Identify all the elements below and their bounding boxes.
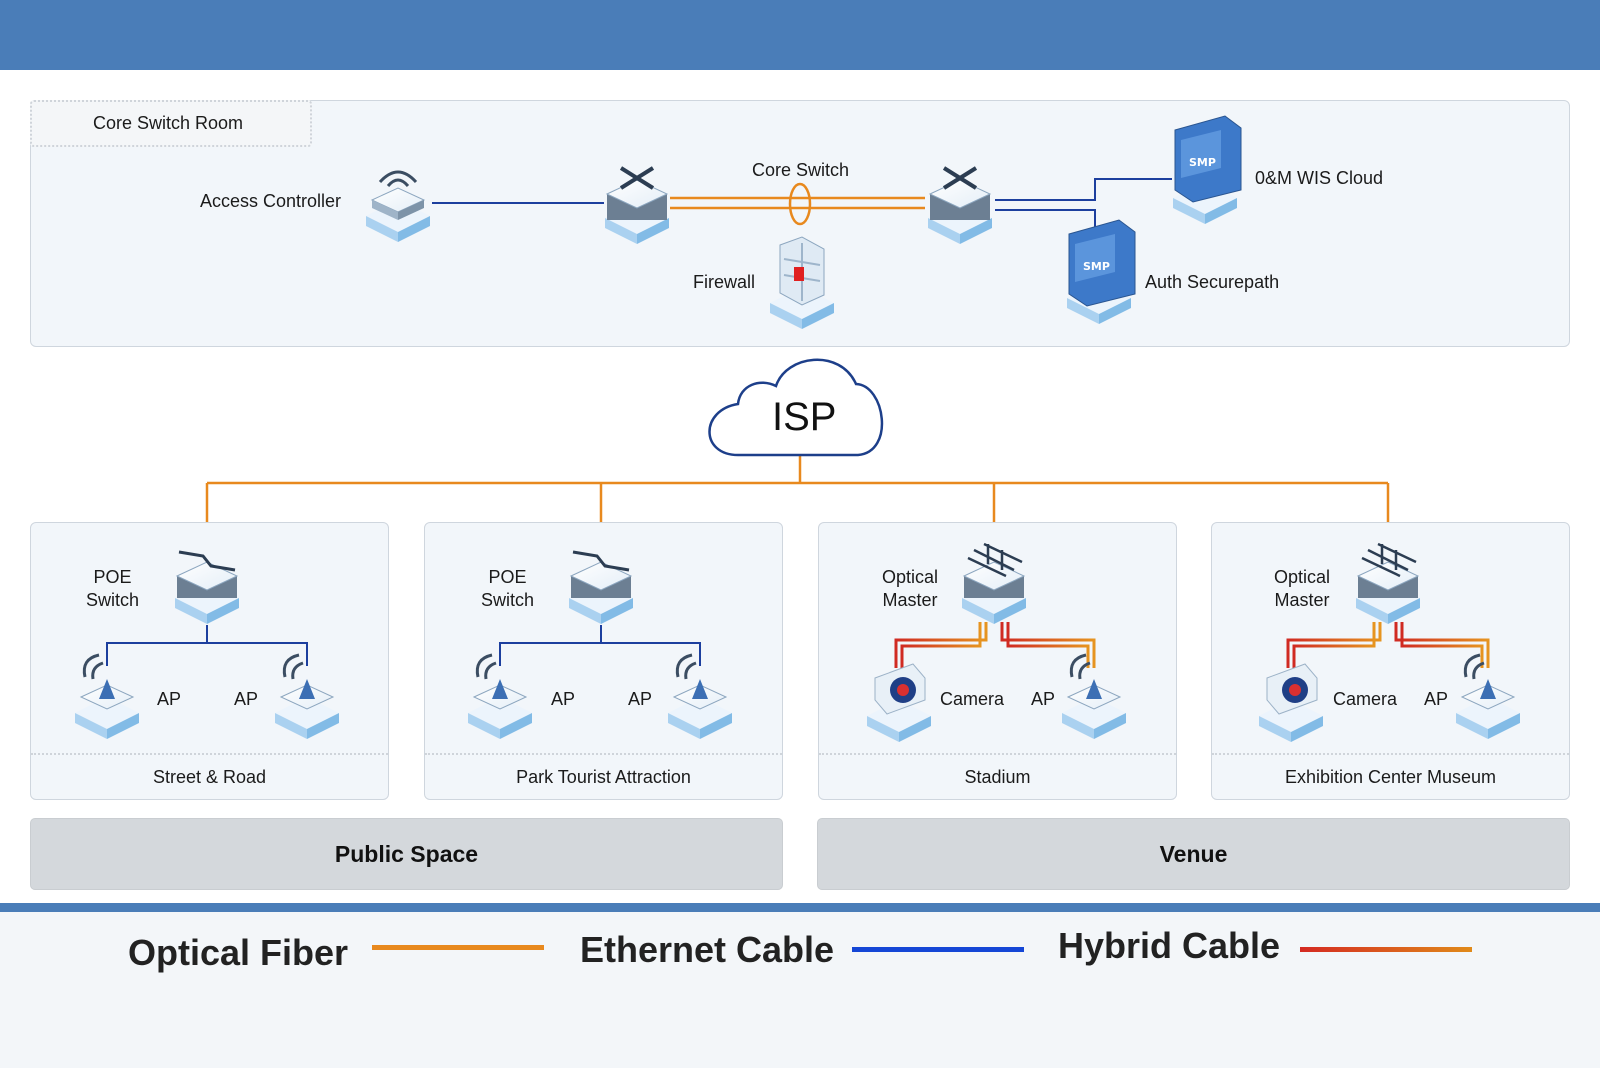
ethernet-to-cloud: [995, 178, 1172, 201]
core-switch-left-icon: [605, 166, 669, 244]
legend-hybrid-swatch: [1300, 947, 1472, 952]
poe-switch-park-label: POE Switch: [481, 567, 535, 610]
camera-exhibition-icon: [1259, 663, 1323, 742]
access-controller-icon: [366, 170, 430, 242]
hybrid-exhibition-camera-b: [1292, 622, 1376, 668]
legend-fiber-swatch: [372, 945, 544, 950]
camera-stadium-label: Camera: [940, 689, 1005, 709]
poe-switch-street-icon: [175, 550, 239, 624]
panel-label-street-road: Street & Road: [31, 753, 388, 799]
legend-divider: [0, 903, 1600, 912]
ap-park-left-label: AP: [551, 689, 576, 709]
ap-park-right-label: AP: [628, 689, 653, 709]
legend: [0, 912, 1600, 1068]
panel-label-park: Park Tourist Attraction: [425, 753, 782, 799]
optical-master-stadium-icon: [962, 542, 1026, 624]
optical-master-exhibition-label: Optical Master: [1274, 567, 1331, 610]
hybrid-stadium-ap-a: [1000, 622, 1096, 668]
hybrid-stadium-camera-b: [900, 622, 982, 668]
firewall-icon: [770, 236, 834, 329]
core-switch-room-tab: [30, 100, 312, 147]
auth-securepath-icon: SMP: [1067, 219, 1136, 324]
ap-exhibition-label: AP: [1424, 689, 1449, 709]
ap-exhibition-icon: [1456, 653, 1520, 739]
legend-hybrid-label: Hybrid Cable: [1058, 925, 1281, 966]
hybrid-stadium-ap-b: [1006, 622, 1090, 668]
legend-ethernet-label: Ethernet Cable: [580, 929, 835, 970]
optical-master-exhibition-icon: [1356, 542, 1420, 624]
ap-stadium-label: AP: [1031, 689, 1056, 709]
om-wis-cloud-icon: SMP: [1173, 115, 1242, 224]
legend-fiber-label: Optical Fiber: [128, 932, 349, 973]
isp-cloud-icon: [708, 358, 884, 457]
hybrid-exhibition-camera-a: [1286, 622, 1382, 668]
om-wis-cloud-label: 0&M WIS Cloud: [1255, 168, 1384, 188]
ap-street-left-icon: [75, 653, 139, 739]
camera-exhibition-label: Camera: [1333, 689, 1398, 709]
ap-street-right-icon: [275, 653, 339, 739]
core-switch-right-icon: [928, 166, 992, 244]
poe-switch-street-label: POE Switch: [86, 567, 140, 610]
ap-street-left-label: AP: [157, 689, 182, 709]
firewall-label: Firewall: [693, 272, 756, 292]
ap-stadium-icon: [1062, 653, 1126, 739]
access-controller-label: Access Controller: [200, 191, 342, 211]
poe-switch-park-icon: [569, 550, 633, 624]
auth-badge-text: SMP: [1083, 260, 1110, 273]
hybrid-stadium-camera-a: [894, 622, 988, 668]
panel-label-exhibition: Exhibition Center Museum: [1212, 753, 1569, 799]
top-banner: [0, 0, 1600, 70]
core-switch-room-title: Core Switch Room: [93, 113, 244, 133]
om-badge-text: SMP: [1189, 156, 1216, 169]
group-public-space: Public Space: [30, 818, 783, 890]
core-switch-bundle-ring: [788, 182, 812, 226]
auth-securepath-label: Auth Securepath: [1145, 272, 1280, 292]
ap-park-left-icon: [468, 653, 532, 739]
isp-label: ISP: [772, 395, 837, 439]
ethernet-street-tree: [106, 642, 308, 666]
panel-label-stadium: Stadium: [819, 753, 1176, 799]
optical-master-stadium-label: Optical Master: [882, 567, 939, 610]
group-venue: Venue: [817, 818, 1570, 890]
ap-park-right-icon: [668, 653, 732, 739]
ethernet-park-tree: [499, 642, 701, 666]
hybrid-exhibition-ap-a: [1394, 622, 1490, 668]
camera-stadium-icon: [867, 663, 931, 742]
legend-ethernet-swatch: [852, 947, 1024, 952]
ap-street-right-label: AP: [234, 689, 259, 709]
hybrid-exhibition-ap-b: [1400, 622, 1484, 668]
core-switch-label: Core Switch: [752, 160, 850, 180]
